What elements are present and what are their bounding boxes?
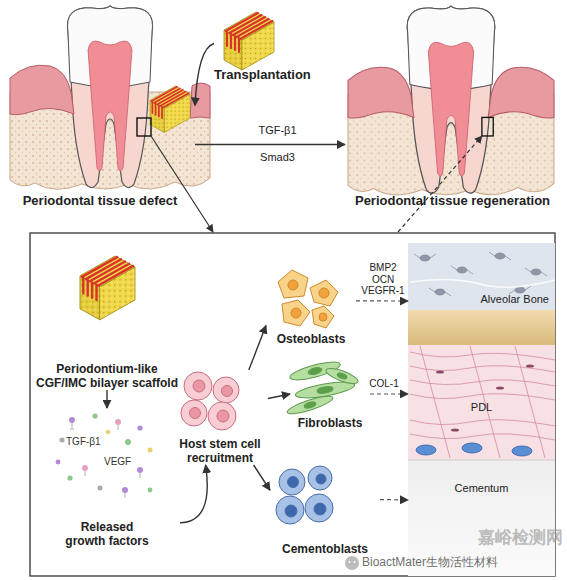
leader-line <box>398 136 482 232</box>
connector-arrow <box>254 465 270 490</box>
annotation-label: VEGF <box>104 456 138 468</box>
annotation-label: TGF-β1 <box>66 436 110 448</box>
cell-node: Cementoblasts <box>270 462 380 556</box>
dashed-arrow <box>380 499 408 501</box>
tissue-column <box>408 243 555 576</box>
edge-label: COL-1 <box>366 378 402 390</box>
node-label: Released growth factors <box>61 520 153 548</box>
leader-line <box>151 136 213 232</box>
stem-cells <box>181 372 239 430</box>
scaffold-node: Periodontium-like CGF/IMC bilayer scaffo… <box>34 252 180 390</box>
scaffold-icon <box>80 256 135 320</box>
tooth-illustration: Periodontal tissue regeneration <box>345 3 560 208</box>
node-label: Periodontal tissue regeneration <box>345 193 560 208</box>
connector-arrow <box>268 394 290 399</box>
fibroblast-cells <box>286 358 360 417</box>
scaffold-illustration: Transplantation <box>214 12 320 82</box>
stem-cell-node: Host stem cell recruitment <box>172 370 268 465</box>
node-label: Cementum <box>408 482 555 495</box>
watermark-icon <box>349 561 351 563</box>
edge-label: BMP2 OCN VEGFR-1 <box>360 262 406 297</box>
tooth-illustration: Periodontal tissue defect <box>5 3 195 208</box>
watermark-icon <box>345 556 359 570</box>
cementoblast-cells <box>276 466 333 524</box>
node-label: Fibroblasts <box>290 416 370 430</box>
watermark-text: BioactMater生物活性材料 <box>362 556 562 570</box>
edge-label: TGF-β1 <box>250 124 305 137</box>
panel-frame <box>30 233 555 576</box>
connector-arrow <box>106 390 107 408</box>
tissue-band: Alveolar Bone <box>408 243 555 310</box>
tissue-band: PDL <box>408 345 555 460</box>
connector-arrow <box>249 326 266 371</box>
tooth-defect <box>10 6 210 189</box>
watermark-text: 嘉峪检测网 <box>478 528 566 548</box>
node-label: Alveolar Bone <box>448 293 549 306</box>
growth-factor-node: Released growth factors <box>34 408 180 548</box>
node-label: Cementoblasts <box>270 542 380 556</box>
dashed-arrow <box>370 393 408 394</box>
connector-arrow <box>180 465 207 523</box>
node-label: PDL <box>408 401 555 414</box>
dashed-arrow <box>356 300 408 301</box>
annotation-label: Smad3 <box>250 151 305 164</box>
node-label: Osteoblasts <box>266 332 356 346</box>
connector-arrow <box>195 144 345 145</box>
node-label: Host stem cell recruitment <box>172 437 268 465</box>
scaffold-icon <box>224 12 274 70</box>
cell-node: Osteoblasts <box>266 264 356 346</box>
node-label: Periodontal tissue defect <box>5 193 195 208</box>
tooth-regenerated <box>348 6 554 195</box>
growth-factor-dots <box>56 413 153 498</box>
osteoblast-cells <box>278 270 338 328</box>
cell-node: Fibroblasts <box>290 358 370 430</box>
node-label: Periodontium-like CGF/IMC bilayer scaffo… <box>34 362 180 390</box>
node-label: Transplantation <box>214 67 320 82</box>
connector-arrow <box>195 44 214 106</box>
watermark-icon <box>354 561 356 563</box>
